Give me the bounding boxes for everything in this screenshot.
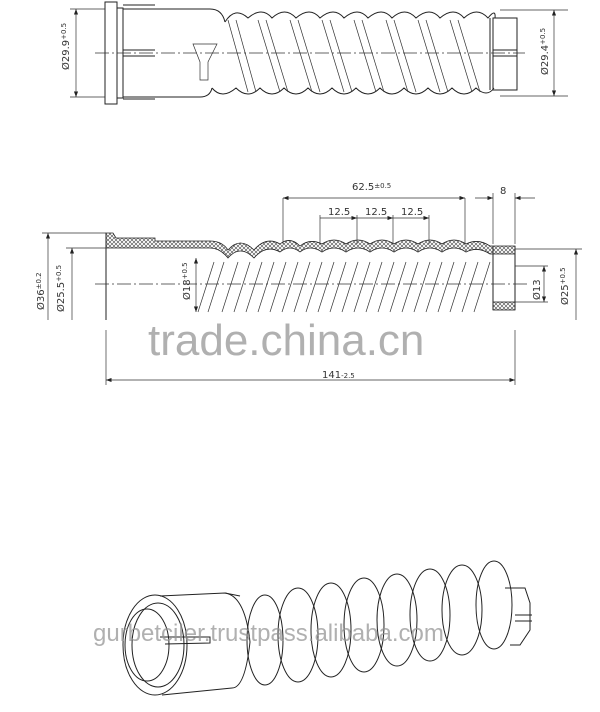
dim-top-right: Ø29.4: [539, 45, 551, 75]
svg-text:Ø25+0.5: Ø25+0.5: [559, 267, 571, 305]
dim-pitch-1: 12.5: [328, 207, 350, 218]
svg-text:Ø29.4+0.5: Ø29.4+0.5: [539, 28, 551, 75]
top-view: [70, 1, 568, 105]
svg-text:141-2.5: 141-2.5: [322, 370, 355, 381]
dim-bore-diameter: Ø18: [181, 279, 193, 300]
dim-pitch-2: 12.5: [365, 207, 387, 218]
dim-pitch-3: 12.5: [401, 207, 423, 218]
dim-end-length: 8: [500, 186, 506, 197]
dim-top-left: Ø29.9: [60, 40, 72, 70]
section-view: [42, 193, 582, 385]
svg-text:62.5±0.5: 62.5±0.5: [352, 182, 391, 193]
dim-end-inner: Ø13: [531, 279, 543, 300]
dim-end-outer: Ø25: [559, 284, 571, 305]
watermark-trade-china: trade.china.cn: [148, 316, 425, 365]
svg-text:Ø18+0.5: Ø18+0.5: [181, 262, 193, 300]
svg-text:Ø25.5+0.5: Ø25.5+0.5: [55, 265, 67, 312]
dim-outer-diameter: Ø36: [35, 289, 47, 310]
svg-text:Ø29.9+0.5: Ø29.9+0.5: [60, 23, 72, 70]
dim-corrugated-length: 62.5: [352, 182, 374, 193]
dim-inner-diameter: Ø25.5: [55, 282, 67, 312]
svg-text:Ø36±0.2: Ø36±0.2: [35, 272, 47, 310]
watermark-alibaba: gurbetciler.trustpass.alibaba.com: [93, 620, 444, 647]
isometric-view: [122, 560, 532, 696]
dim-total-length: 141: [322, 370, 341, 381]
